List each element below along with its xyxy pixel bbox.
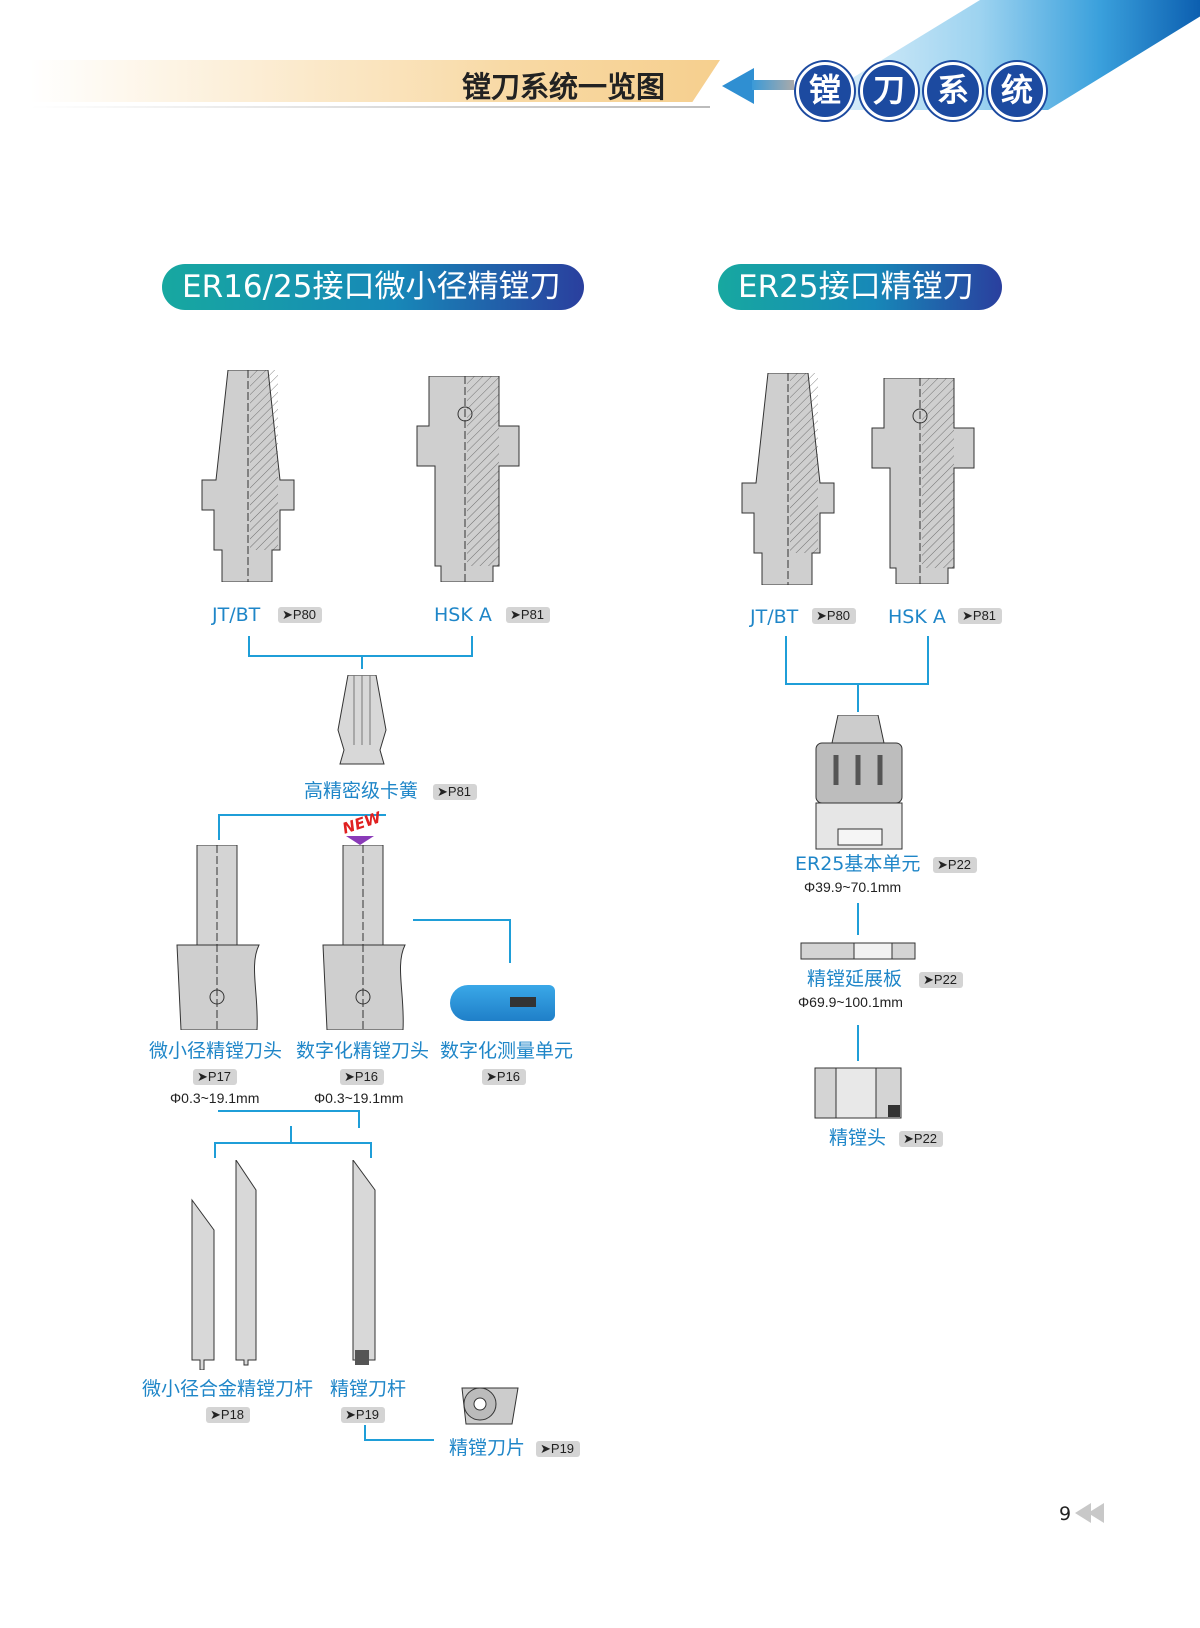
left-hsk-ref[interactable]: ➤P81 xyxy=(506,607,551,623)
micro-head-ref[interactable]: ➤P17 xyxy=(193,1069,238,1085)
new-badge: NEW xyxy=(340,808,384,838)
carbide-bar-label: 微小径合金精镗刀杆 xyxy=(142,1378,314,1400)
connector xyxy=(857,903,859,935)
page-number: 9 xyxy=(1059,1503,1072,1525)
connector xyxy=(370,1142,372,1158)
right-section-title: ER25接口精镗刀 xyxy=(718,264,1002,310)
new-badge-arrow xyxy=(346,836,374,845)
arrow-left-icon xyxy=(722,68,754,104)
connector xyxy=(857,683,859,712)
digital-head-label: 数字化精镗刀头 xyxy=(296,1040,430,1062)
boring-bar-image xyxy=(352,1160,376,1365)
connector xyxy=(290,1126,292,1144)
page-arrow-icon xyxy=(1075,1503,1091,1523)
digital-boring-head-image xyxy=(322,845,406,1030)
connector xyxy=(364,1425,366,1441)
collet-image xyxy=(337,675,387,765)
digital-head-range: Φ0.3~19.1mm xyxy=(314,1090,404,1106)
right-hsk-ref[interactable]: ➤P81 xyxy=(958,608,1003,624)
extension-plate-image xyxy=(800,942,916,960)
header-underline xyxy=(30,106,710,108)
left-jtbt-label: JT/BT xyxy=(212,604,261,626)
left-section-title: ER16/25接口微小径精镗刀 xyxy=(162,264,584,310)
micro-head-label: 微小径精镗刀头 xyxy=(149,1040,283,1062)
carbide-bar-ref[interactable]: ➤P18 xyxy=(206,1407,251,1423)
connector xyxy=(471,636,473,657)
micro-boring-head-image xyxy=(176,845,260,1030)
right-jtbt-holder-image xyxy=(741,373,835,585)
section-char-4: 统 xyxy=(988,62,1046,120)
connector xyxy=(218,814,386,816)
boring-head-ref[interactable]: ➤P22 xyxy=(899,1131,944,1147)
er25-base-range: Φ39.9~70.1mm xyxy=(804,879,902,895)
collet-label: 高精密级卡簧 xyxy=(304,780,419,802)
extension-plate-label: 精镗延展板 xyxy=(807,968,903,990)
extension-plate-ref[interactable]: ➤P22 xyxy=(919,972,964,988)
connector xyxy=(218,814,220,840)
boring-bar-ref[interactable]: ➤P19 xyxy=(341,1407,386,1423)
insert-image xyxy=(461,1387,519,1425)
header-title: 镗刀系统一览图 xyxy=(462,70,666,104)
connector xyxy=(785,636,787,685)
collet-ref[interactable]: ➤P81 xyxy=(433,784,478,800)
connector xyxy=(218,1110,360,1112)
section-char-3: 系 xyxy=(924,62,982,120)
boring-head-label: 精镗头 xyxy=(829,1127,887,1149)
er25-base-label: ER25基本单元 xyxy=(795,853,921,875)
insert-ref[interactable]: ➤P19 xyxy=(536,1441,581,1457)
extension-plate-range: Φ69.9~100.1mm xyxy=(798,994,903,1010)
measuring-unit-image xyxy=(450,985,555,1021)
boring-bar-label: 精镗刀杆 xyxy=(330,1378,407,1400)
insert-label: 精镗刀片 xyxy=(449,1437,526,1459)
arrow-stem xyxy=(752,80,794,90)
right-hsk-label: HSK A xyxy=(888,606,946,628)
connector xyxy=(361,655,363,669)
measuring-unit-label: 数字化测量单元 xyxy=(440,1040,574,1062)
connector xyxy=(364,1439,434,1441)
page-arrow-icon xyxy=(1088,1503,1104,1523)
right-jtbt-label: JT/BT xyxy=(750,606,799,628)
connector xyxy=(927,636,929,685)
hsk-holder-image xyxy=(416,376,520,582)
connector xyxy=(214,1142,372,1144)
right-jtbt-ref[interactable]: ➤P80 xyxy=(812,608,857,624)
micro-head-range: Φ0.3~19.1mm xyxy=(170,1090,260,1106)
carbide-bar-image xyxy=(191,1160,257,1370)
right-hsk-holder-image xyxy=(871,378,975,584)
boring-head-image xyxy=(814,1067,902,1119)
connector xyxy=(509,919,511,963)
left-hsk-label: HSK A xyxy=(434,604,492,626)
er25-base-unit-image xyxy=(815,715,903,850)
connector xyxy=(248,636,250,657)
header-band xyxy=(30,60,720,102)
connector xyxy=(214,1142,216,1158)
connector xyxy=(248,655,473,657)
section-char-1: 镗 xyxy=(796,62,854,120)
digital-head-ref[interactable]: ➤P16 xyxy=(340,1069,385,1085)
jtbt-holder-image xyxy=(201,370,295,582)
connector xyxy=(358,1110,360,1128)
er25-base-ref[interactable]: ➤P22 xyxy=(933,857,978,873)
connector xyxy=(857,1025,859,1061)
section-char-2: 刀 xyxy=(860,62,918,120)
connector xyxy=(413,919,511,921)
left-jtbt-ref[interactable]: ➤P80 xyxy=(278,607,323,623)
measuring-unit-ref[interactable]: ➤P16 xyxy=(482,1069,527,1085)
